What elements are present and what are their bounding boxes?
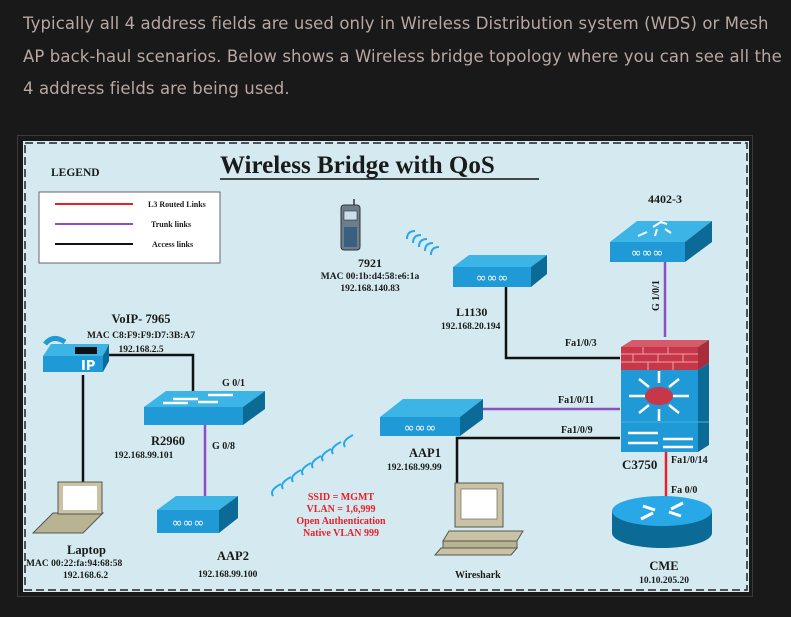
ap-l1130-ip: 192.168.20.194	[441, 322, 501, 332]
port-fa103: Fa1/0/3	[565, 338, 597, 349]
phone-7921-ip: 192.168.140.83	[340, 284, 400, 294]
links	[81, 244, 668, 509]
switch-c3750-firewall-icon	[621, 340, 709, 452]
ap-aap1-icon: ∞∞∞	[380, 399, 483, 436]
wlc-4402-icon: ∞∞∞	[610, 220, 712, 262]
router-cme-name: CME	[649, 559, 678, 573]
legend-heading: LEGEND	[51, 167, 100, 179]
ssid-info: SSID = MGMT VLAN = 1,6,999 Open Authenti…	[296, 492, 386, 539]
phone-7921-name: 7921	[358, 256, 382, 270]
port-g101: G 1/0/1	[651, 280, 662, 311]
port-fa109: Fa1/0/9	[561, 425, 593, 436]
link-voip-r2960	[103, 353, 195, 391]
router-cme-icon	[612, 496, 712, 548]
switch-r2960-name: R2960	[151, 434, 185, 448]
port-g08: G 0/8	[212, 441, 235, 452]
phone-7921-icon	[340, 199, 361, 251]
phone-7921-mac: MAC 00:1b:d4:58:e6:1a	[321, 272, 420, 282]
router-cme-ip: 10.10.205.20	[639, 576, 689, 586]
wireless-bridge-diagram: LEGEND L3 Routed Links Trunk links Acces…	[23, 141, 749, 592]
ap-aap1-name: AAP1	[409, 446, 441, 460]
ap-aap1-ip: 192.168.99.99	[387, 463, 442, 473]
diagram-title: Wireless Bridge with QoS	[220, 152, 495, 179]
ap-aap2-name: AAP2	[217, 549, 249, 563]
legend: LEGEND L3 Routed Links Trunk links Acces…	[38, 167, 221, 264]
svg-text:∞∞∞: ∞∞∞	[172, 516, 205, 531]
svg-text:IP: IP	[81, 359, 95, 374]
laptop-icon	[31, 481, 105, 534]
svg-text:∞∞∞: ∞∞∞	[476, 271, 509, 286]
intro-paragraph: Typically all 4 address fields are used …	[23, 14, 782, 98]
ap-aap2-ip: 192.168.99.100	[198, 570, 258, 580]
link-l1130-c3750	[504, 286, 620, 360]
port-fa1014: Fa1/0/14	[671, 455, 708, 466]
voip-name: VoIP- 7965	[112, 312, 171, 326]
ap-aap2-icon: ∞∞∞	[157, 496, 238, 533]
svg-text:∞∞∞: ∞∞∞	[404, 421, 437, 436]
wireless-waves-aap-icon	[271, 434, 354, 497]
legend-label-trunk: Trunk links	[151, 220, 191, 229]
ssid-line: SSID = MGMT	[308, 492, 375, 503]
switch-r2960-icon	[144, 391, 265, 425]
auth-line: Open Authentication	[296, 516, 386, 527]
laptop-name: Laptop	[67, 543, 106, 557]
diagram-border	[24, 142, 748, 591]
laptop-ip: 192.168.6.2	[63, 571, 108, 581]
switch-r2960-ip: 192.168.99.101	[114, 451, 174, 461]
voip-mac: MAC C8:F9:F9:D7:3B:A7	[87, 331, 195, 341]
port-g01: G 0/1	[222, 378, 245, 389]
wireless-waves-7921-icon	[406, 230, 440, 256]
legend-label-l3: L3 Routed Links	[148, 200, 206, 209]
wireshark-name: Wireshark	[455, 570, 501, 581]
port-fa00: Fa 0/0	[671, 485, 697, 496]
ap-l1130-icon: ∞∞∞	[453, 255, 547, 287]
ap-l1130-name: L1130	[456, 305, 487, 319]
ip-phone-icon: IP	[43, 336, 109, 374]
vlan-line: VLAN = 1,6,999	[306, 504, 375, 515]
wireshark-pc-icon	[433, 482, 524, 556]
legend-label-access: Access links	[152, 240, 193, 249]
svg-text:∞∞∞: ∞∞∞	[631, 246, 664, 261]
native-vlan-line: Native VLAN 999	[303, 528, 379, 539]
voip-ip: 192.168.2.5	[118, 345, 163, 355]
wlc-name: 4402-3	[648, 192, 682, 206]
laptop-mac: MAC 00:22:fa:94:68:58	[26, 559, 123, 569]
link-wireshark-c3750	[455, 436, 620, 483]
port-fa1011: Fa1/0/11	[558, 395, 594, 406]
switch-c3750-name: C3750	[622, 457, 657, 472]
